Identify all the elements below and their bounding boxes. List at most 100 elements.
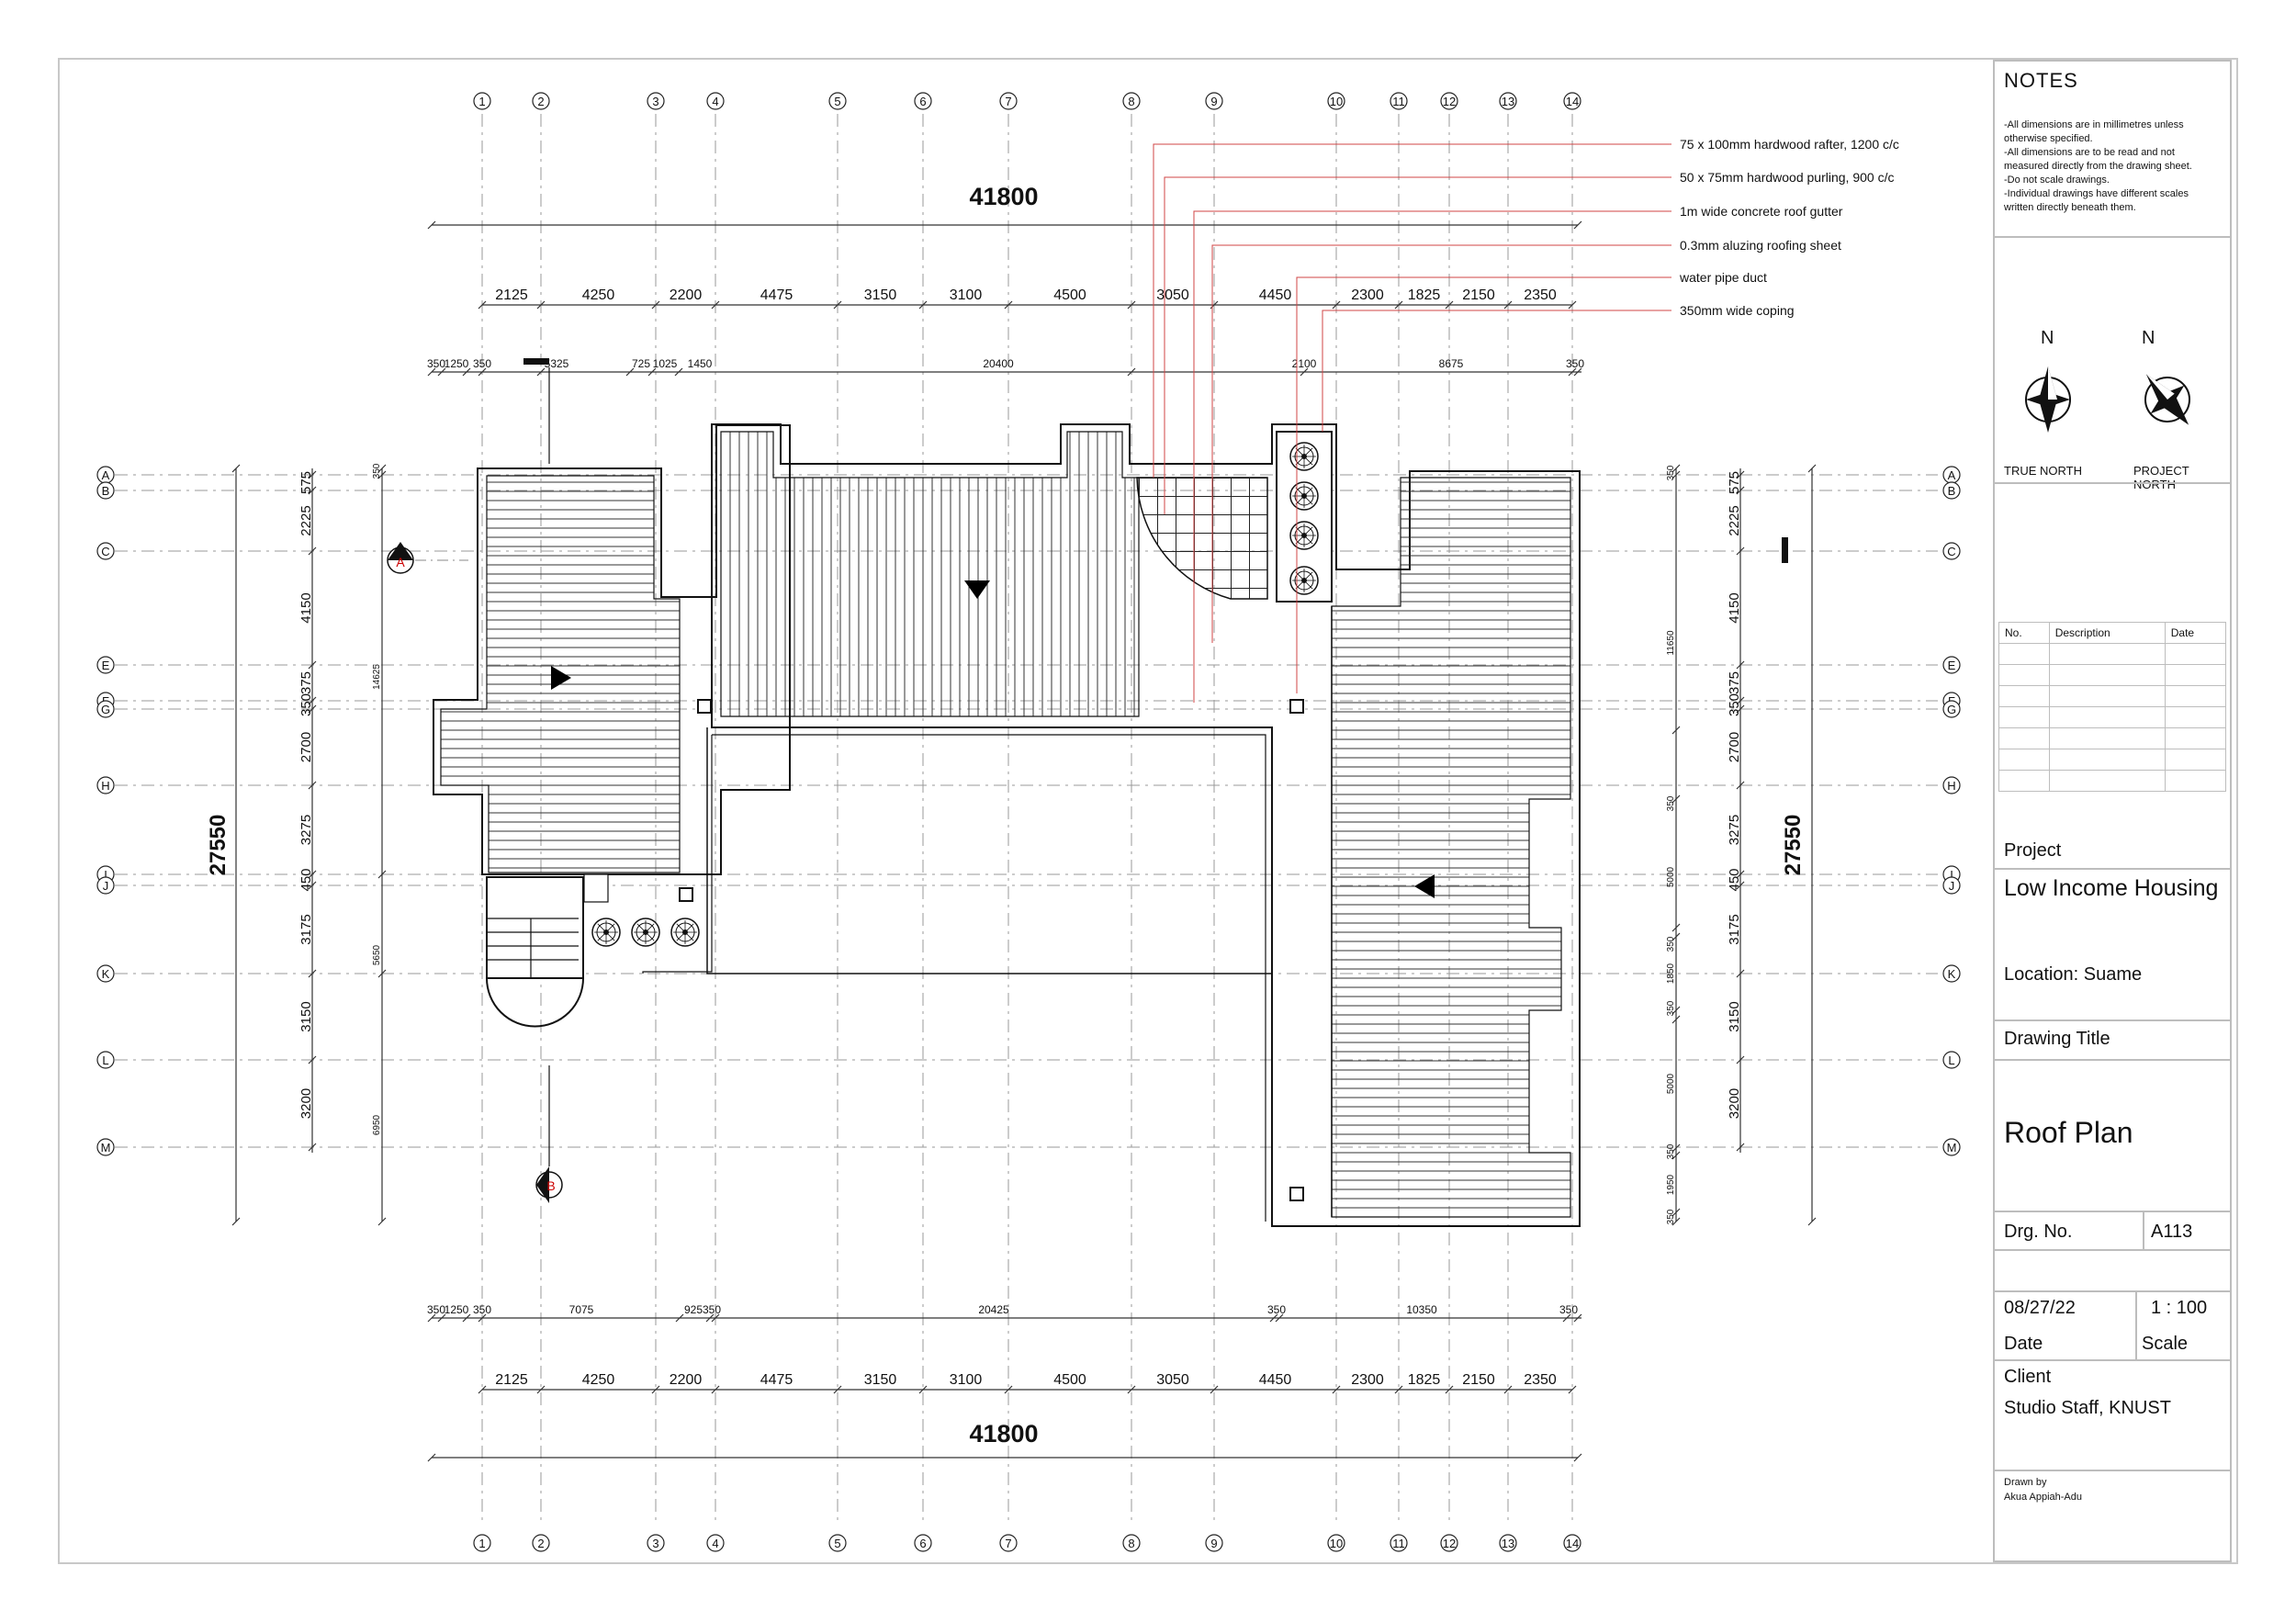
overall-width-text: 41800	[969, 1420, 1038, 1447]
dim-tick	[536, 367, 546, 377]
dim-tick	[647, 367, 657, 377]
bay-dim-text: 2300	[1351, 287, 1384, 303]
row-dim-text: 575	[298, 471, 314, 494]
project-name: Low Income Housing	[2004, 875, 2219, 901]
leader-line	[1164, 176, 1671, 514]
dim-tick	[308, 660, 317, 670]
outer-dim-text: 5000	[1666, 1073, 1676, 1094]
grid-label: 12	[1443, 95, 1456, 108]
dim-tick	[462, 367, 471, 377]
outer-dim-text: 11650	[1666, 630, 1676, 656]
dim-tick	[1671, 1015, 1681, 1024]
true-north-letter: N	[2041, 328, 2054, 348]
dim-tick	[478, 300, 487, 310]
grid-label: 8	[1128, 95, 1134, 108]
dim-tick	[377, 1217, 387, 1226]
outer-dim-text: 350	[1559, 1303, 1578, 1316]
dim-tick	[1445, 300, 1454, 310]
stair-arc	[486, 977, 584, 1028]
bay-dim-text: 3100	[950, 287, 983, 303]
bay-dim-text: 2125	[495, 287, 528, 303]
client-label: Client	[2004, 1367, 2052, 1387]
grid-bubble	[647, 1534, 665, 1552]
divider	[1993, 482, 2232, 484]
grid-bubble	[828, 1534, 847, 1552]
grid-bubble	[999, 1534, 1018, 1552]
outer-dim-text: 350	[1666, 936, 1676, 952]
outer-dim-text: 5000	[1666, 866, 1676, 887]
outer-dim-text: 350	[473, 357, 491, 370]
dim-tick	[651, 300, 660, 310]
grid-bubble	[1327, 92, 1345, 110]
grid-bubble	[1942, 776, 1961, 794]
duct-square	[1289, 699, 1304, 714]
dim-tick	[1562, 1313, 1571, 1323]
grid-bubble	[1942, 964, 1961, 983]
dim-tick	[674, 367, 683, 377]
grid-bubble	[473, 92, 491, 110]
grid-bubble	[473, 1534, 491, 1552]
grid-label: 1	[478, 95, 485, 108]
dim-tick	[308, 704, 317, 714]
dim-tick	[478, 1385, 487, 1394]
water-tank-icon	[631, 918, 660, 947]
client-name: Studio Staff, KNUST	[2004, 1398, 2171, 1418]
dim-tick	[1736, 969, 1745, 978]
grid-label: 2	[537, 1537, 544, 1550]
dim-tick	[1736, 870, 1745, 879]
grid-label: L	[1948, 1053, 1954, 1067]
dim-tick	[711, 1385, 720, 1394]
grid-bubble	[1942, 700, 1961, 718]
dim-tick	[1736, 781, 1745, 790]
dim-tick	[308, 486, 317, 495]
grid-bubble	[532, 1534, 550, 1552]
note-item: -Individual drawings have different scal…	[2004, 188, 2189, 213]
row-dim-text: 3200	[298, 1088, 314, 1119]
title-block-frame	[1993, 60, 2232, 1562]
dim-tick	[308, 1055, 317, 1064]
dim-tick	[1807, 464, 1817, 473]
dim-tick	[1671, 1217, 1681, 1226]
grid-bubble	[1327, 1534, 1345, 1552]
row-dim-text: 4150	[298, 592, 314, 623]
slope-arrow-icon	[1414, 874, 1435, 898]
grid-bubble	[532, 92, 550, 110]
grid-label: K	[1948, 967, 1956, 981]
grid-label: 10	[1330, 1537, 1343, 1550]
rev-col-description: Description	[2048, 622, 2166, 644]
row-dim-text: 2700	[1727, 732, 1742, 762]
grid-bubble	[1942, 542, 1961, 560]
bay-dim-text: 4475	[760, 1372, 793, 1388]
grid-label: H	[101, 779, 109, 793]
project-label: Project	[2004, 840, 2062, 861]
dim-tick	[1004, 1385, 1013, 1394]
grid-label: H	[1947, 779, 1955, 793]
bay-dim-text: 4500	[1053, 287, 1086, 303]
dim-tick	[308, 781, 317, 790]
row-dim-text: 350	[1727, 693, 1742, 716]
slope-arrows	[551, 580, 1435, 898]
grid-label: K	[102, 967, 110, 981]
grid-label: E	[1948, 659, 1956, 672]
grid-label: 1	[478, 1537, 485, 1550]
outer-dim-text: 725	[632, 357, 650, 370]
grid-label: A	[102, 468, 110, 482]
outer-dim-text: 350	[1267, 1303, 1286, 1316]
leader-line	[1296, 276, 1671, 693]
grid-bubble	[1942, 1051, 1961, 1069]
grid-bubble	[1942, 481, 1961, 500]
dim-tick	[1568, 1385, 1577, 1394]
duct-square	[679, 887, 693, 902]
grid-bubble	[706, 1534, 725, 1552]
grid-bubble	[1390, 92, 1408, 110]
roof-left-wing-outer	[433, 424, 791, 875]
dim-tick	[711, 1313, 720, 1323]
section-label-b: B	[546, 1178, 555, 1193]
grid-label: 11	[1392, 1537, 1405, 1550]
grid-label: 13	[1502, 1537, 1514, 1550]
dim-tick	[427, 367, 436, 377]
bay-dim-text: 3150	[864, 287, 897, 303]
date-label: Date	[2004, 1334, 2043, 1354]
grid-label: C	[1947, 545, 1955, 558]
grid-bubble	[96, 1051, 115, 1069]
